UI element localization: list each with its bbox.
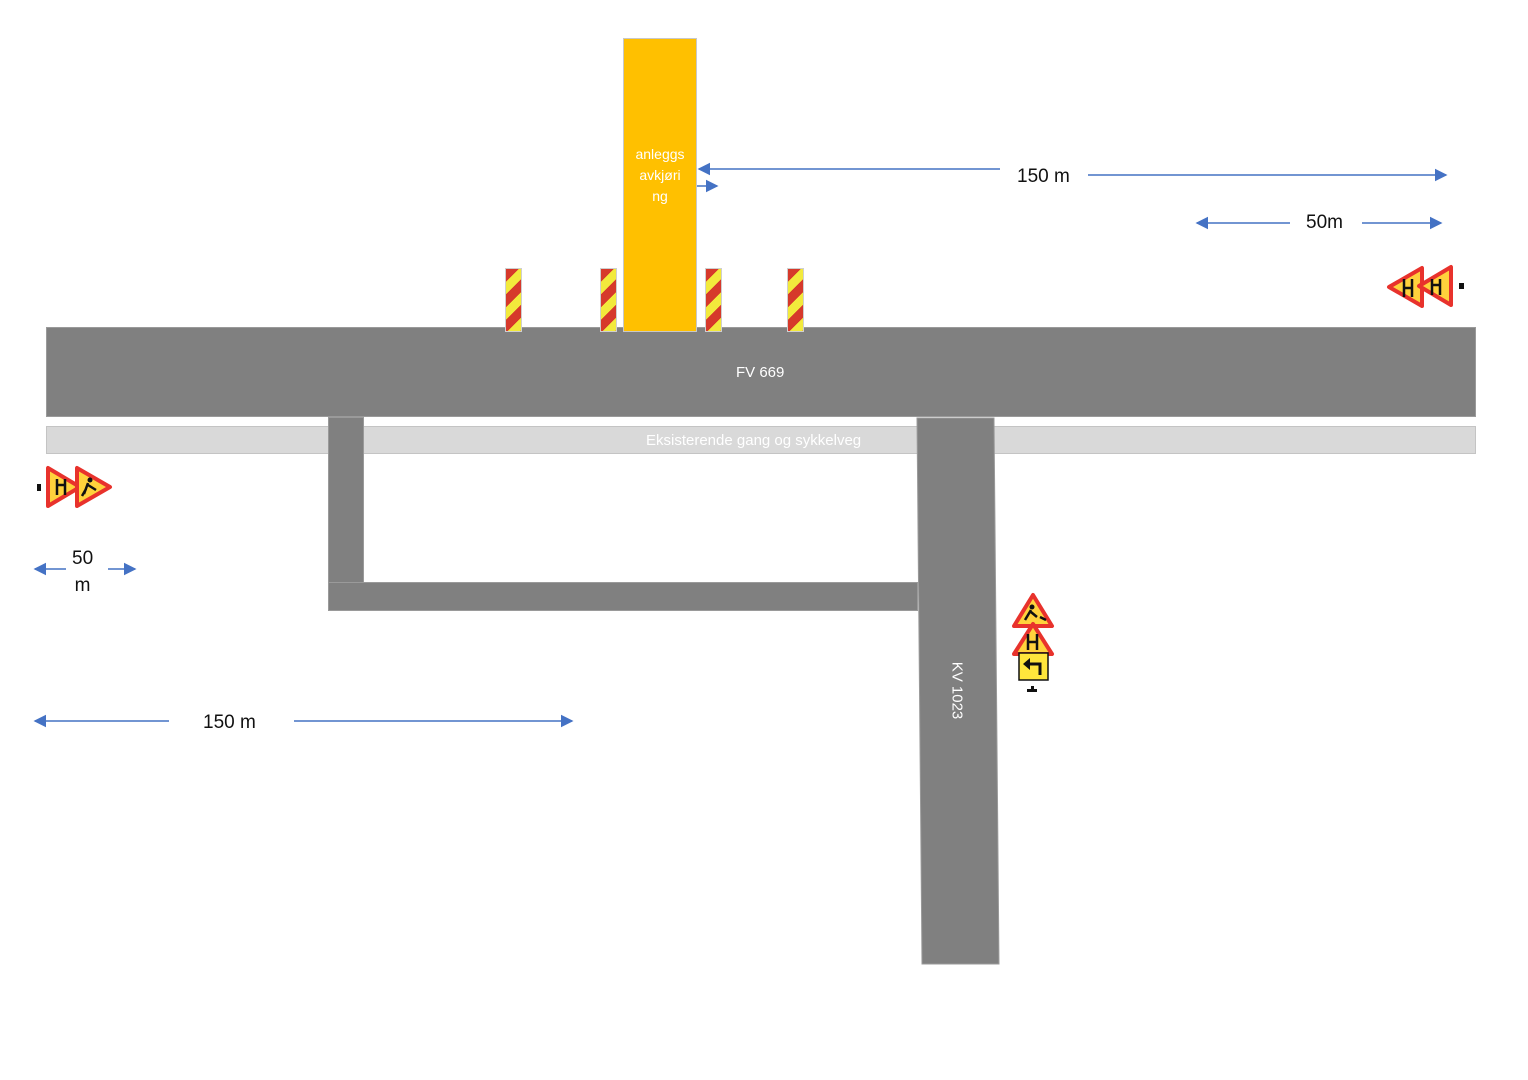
top-short-distance-label: 50m (1306, 212, 1343, 233)
left-short-distance-line-2: m (74, 575, 91, 596)
sign-post-right (1459, 283, 1464, 289)
walkway (46, 426, 1476, 454)
bypass-road-horizontal (328, 582, 918, 611)
turn-left-arrow-sign-icon (1018, 652, 1049, 681)
walkway-label: Eksisterende gang og sykkelveg (646, 432, 862, 449)
bottom-long-distance-label: 150 m (203, 712, 256, 733)
main-road-fv669 (46, 327, 1476, 417)
road-narrows-sign-icon (1012, 622, 1054, 656)
site-access-label-line-3: ng (652, 188, 668, 204)
guide-post-4 (787, 268, 804, 332)
guide-post-3 (705, 268, 722, 332)
guide-post-1 (505, 268, 522, 332)
main-road-label: FV 669 (736, 364, 785, 381)
site-access-area (623, 38, 697, 332)
road-narrows-sign-icon (46, 466, 82, 508)
left-short-distance-label: 50 m (72, 545, 93, 599)
guide-post-2 (600, 268, 617, 332)
sign-post-left (37, 484, 41, 491)
site-access-label-line-1: anleggs (635, 146, 685, 162)
top-long-distance-label: 150 m (1017, 166, 1070, 187)
road-works-sign-icon (75, 466, 112, 508)
bypass-road-vertical (328, 417, 364, 583)
site-access-label-line-2: avkjøri (639, 167, 681, 183)
site-access-label: anleggs avkjøri ng (623, 144, 697, 207)
road-works-sign-icon (1417, 265, 1453, 307)
road-works-sign-icon (1012, 593, 1054, 628)
left-short-distance-line-1: 50 (72, 548, 94, 569)
